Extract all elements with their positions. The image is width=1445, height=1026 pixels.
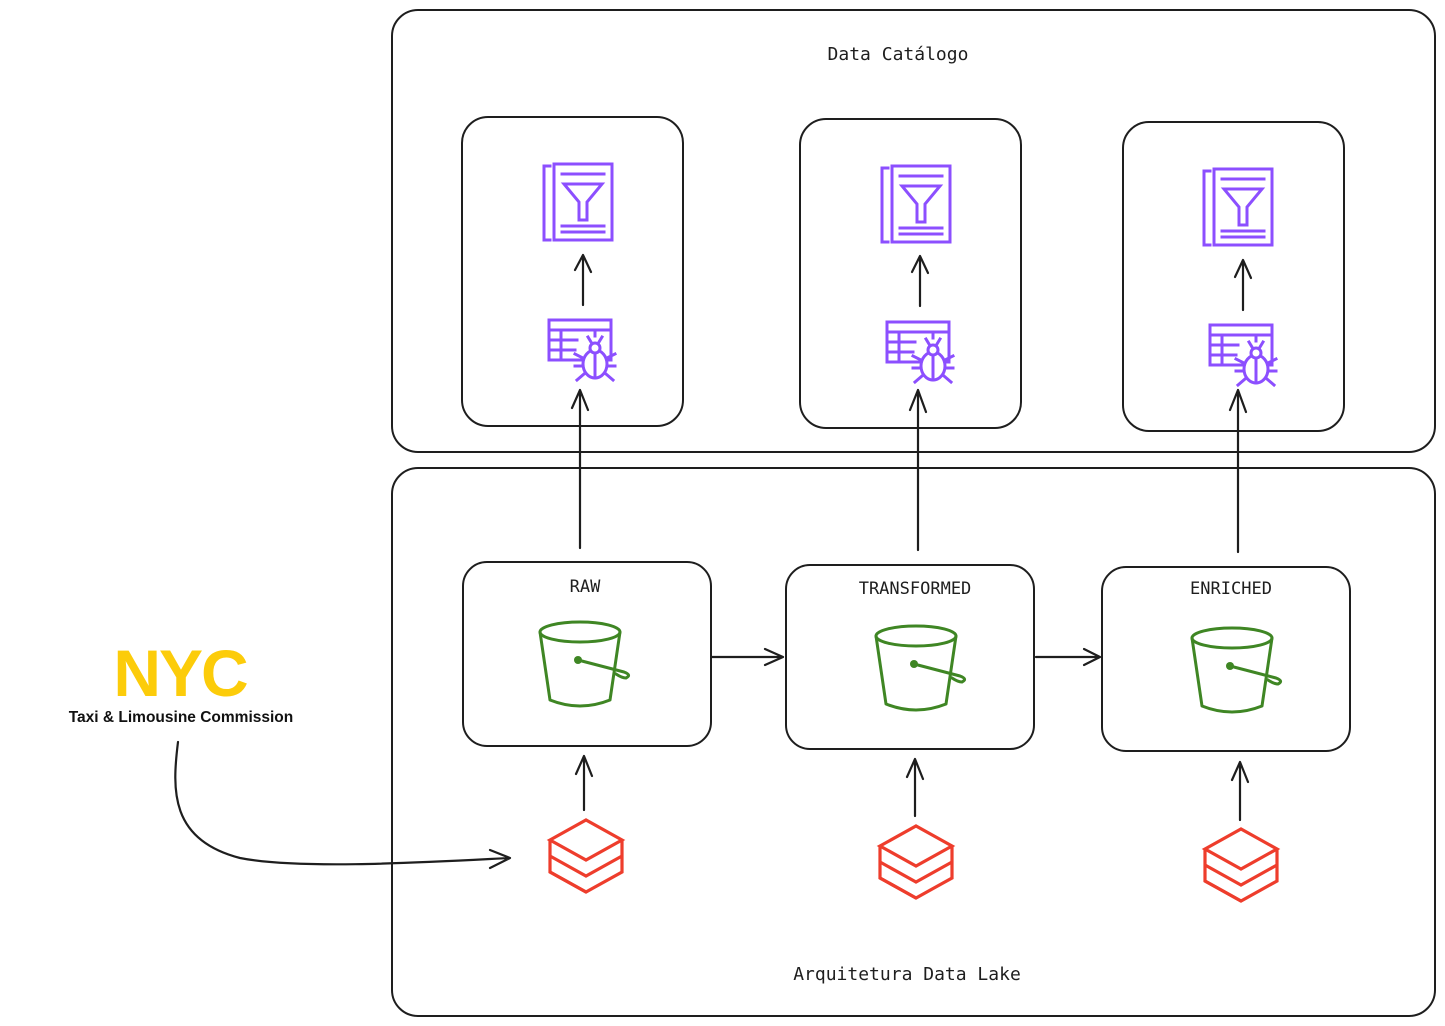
s3-bucket-icon [538, 620, 631, 708]
catalog-container [391, 9, 1436, 453]
nyc-tlc-logo: NYC Taxi & Limousine Commission [69, 636, 294, 726]
catalog-card-enriched [1122, 121, 1345, 432]
databricks-icon [548, 818, 624, 894]
source-label: Taxi & Limousine Commission [69, 709, 294, 726]
glue-crawler-icon [1208, 323, 1278, 387]
layer-box-enriched [1101, 566, 1351, 752]
glue-data-catalog-icon [880, 164, 952, 244]
glue-crawler-icon [885, 320, 955, 384]
catalog-card-raw [461, 116, 684, 427]
arrow-processing-to-layer [574, 754, 1250, 822]
data-lake-title: Arquitetura Data Lake [793, 964, 1021, 985]
layer-label-enriched: ENRICHED [1190, 579, 1272, 599]
databricks-icon [878, 824, 954, 900]
databricks-icon [1203, 827, 1279, 903]
catalog-card-transformed [799, 118, 1022, 429]
s3-bucket-icon [874, 624, 967, 712]
arrow-source-to-ingestion [174, 740, 512, 870]
layer-box-transformed [785, 564, 1035, 750]
layer-label-raw: RAW [570, 577, 601, 597]
arrow-layer-to-layer [710, 647, 1102, 667]
layer-box-raw [462, 561, 712, 747]
s3-bucket-icon [1190, 626, 1283, 714]
glue-data-catalog-icon [542, 162, 614, 242]
glue-crawler-icon [547, 318, 617, 382]
nyc-logo-text: NYC [113, 636, 247, 710]
arrow-layer-to-crawler [570, 388, 1248, 554]
arrow-crawler-to-catalog [573, 253, 1253, 312]
data-lake-container [391, 467, 1436, 1017]
layer-label-transformed: TRANSFORMED [859, 579, 972, 599]
glue-data-catalog-icon [1202, 167, 1274, 247]
catalog-title: Data Catálogo [828, 44, 969, 65]
